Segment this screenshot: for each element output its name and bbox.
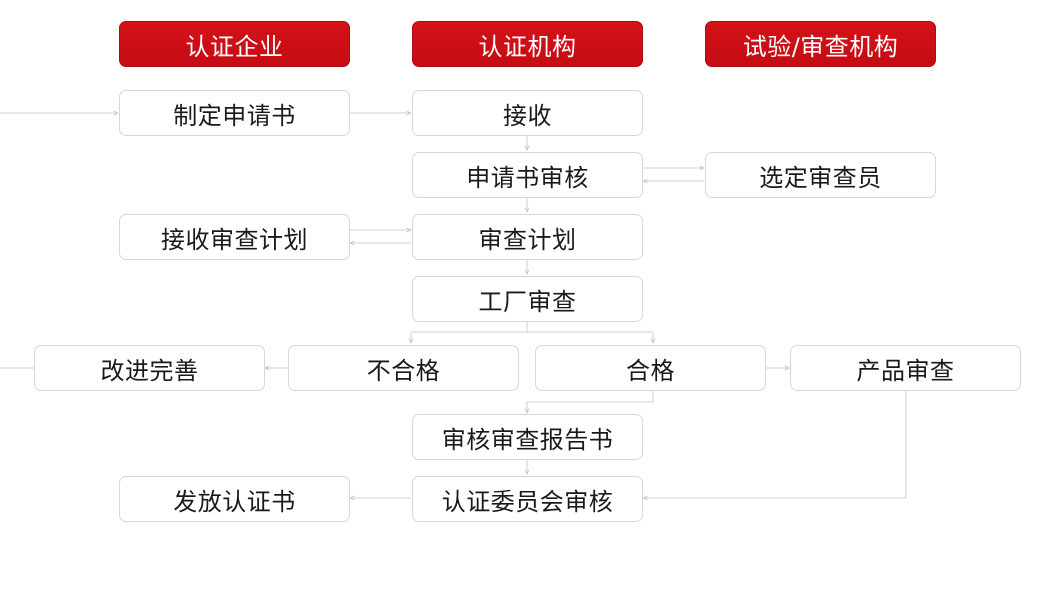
column-header-enterprise: 认证企业 — [119, 21, 350, 67]
node-audit-plan: 审查计划 — [412, 214, 643, 260]
edge-product-to-committee — [643, 391, 907, 498]
node-product-review: 产品审查 — [790, 345, 1021, 391]
node-issue-certificate: 发放认证书 — [119, 476, 350, 522]
node-factory-audit: 工厂审查 — [412, 276, 643, 322]
node-review-audit-report: 审核审查报告书 — [412, 414, 643, 460]
node-improve: 改进完善 — [34, 345, 265, 391]
edge-factory-to-pass — [527, 331, 653, 343]
column-header-lab: 试验/审查机构 — [705, 21, 936, 67]
node-select-auditor: 选定审查员 — [705, 152, 936, 198]
node-pass: 合格 — [535, 345, 766, 391]
node-fail: 不合格 — [288, 345, 519, 391]
node-prepare-application: 制定申请书 — [119, 90, 350, 136]
edge-pass-to-report — [527, 391, 654, 413]
node-committee-review: 认证委员会审核 — [412, 476, 643, 522]
node-application-review: 申请书审核 — [412, 152, 643, 198]
edge-factory-branch — [411, 322, 528, 343]
column-header-institution: 认证机构 — [412, 21, 643, 67]
node-receive-audit-plan: 接收审查计划 — [119, 214, 350, 260]
node-receive: 接收 — [412, 90, 643, 136]
